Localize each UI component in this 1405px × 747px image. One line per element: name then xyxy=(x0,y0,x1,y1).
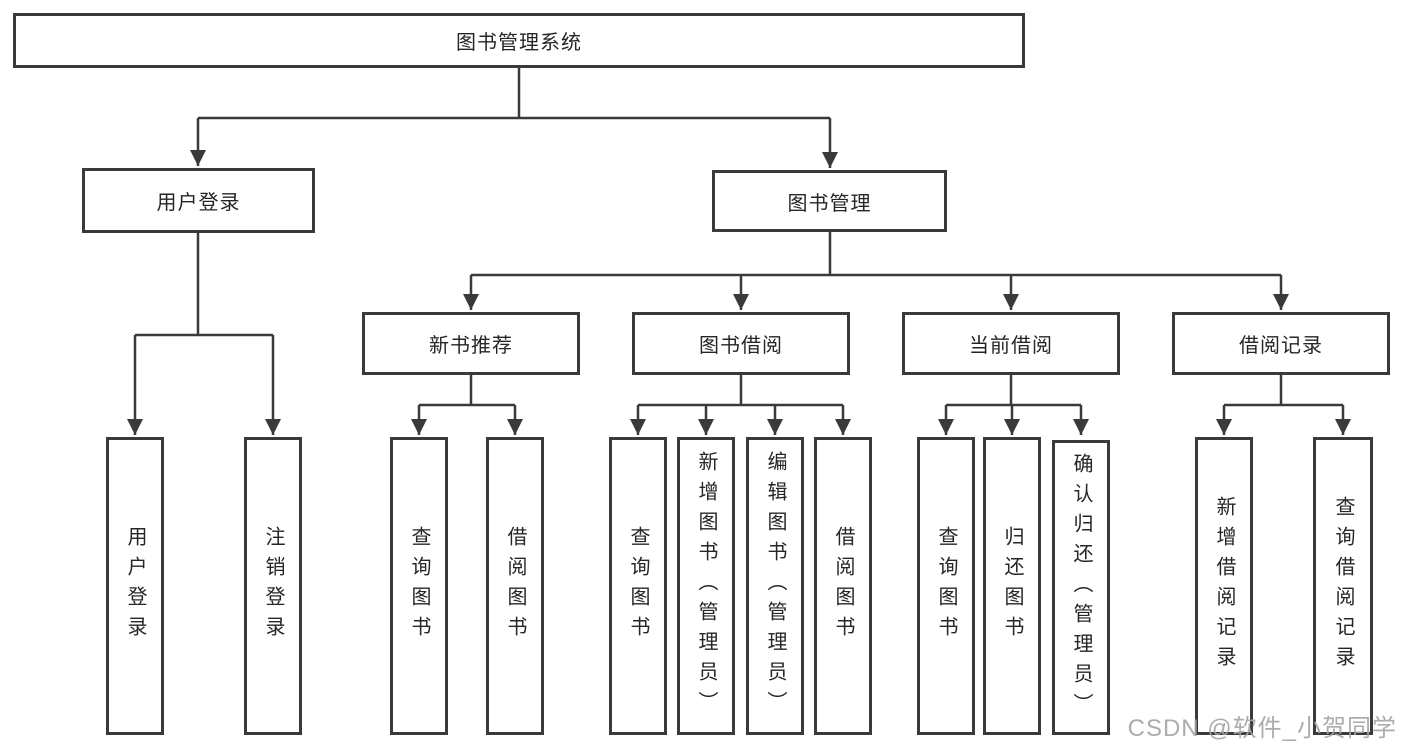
node-root-label: 图书管理系统 xyxy=(456,32,582,54)
leaf-edit-book-admin-label: 编辑图书（管理员） xyxy=(764,451,786,721)
node-book-borrowing-label: 图书借阅 xyxy=(699,335,783,357)
leaf-logout-label: 注销登录 xyxy=(262,526,284,646)
leaf-query-borrow-record: 查询借阅记录 xyxy=(1313,437,1373,735)
leaf-borrow-books-recommend: 借阅图书 xyxy=(486,437,544,735)
node-new-book-recommend: 新书推荐 xyxy=(362,312,580,375)
node-book-management-label: 图书管理 xyxy=(787,192,872,215)
leaf-add-borrow-record-label: 新增借阅记录 xyxy=(1213,496,1235,676)
leaf-edit-book-admin: 编辑图书（管理员） xyxy=(746,437,804,735)
node-user-login: 用户登录 xyxy=(82,168,315,233)
node-book-borrowing: 图书借阅 xyxy=(632,312,850,375)
node-borrowing-records-label: 借阅记录 xyxy=(1239,335,1323,357)
leaf-add-book-admin: 新增图书（管理员） xyxy=(677,437,735,735)
node-root: 图书管理系统 xyxy=(13,13,1025,68)
leaf-query-books-borrowing: 查询图书 xyxy=(609,437,667,735)
leaf-query-books-borrowing-label: 查询图书 xyxy=(627,526,649,646)
leaf-add-borrow-record: 新增借阅记录 xyxy=(1195,437,1253,735)
leaf-query-books-recommend-label: 查询图书 xyxy=(408,526,430,646)
leaf-query-books-current-label: 查询图书 xyxy=(935,526,957,646)
leaf-query-books-current: 查询图书 xyxy=(917,437,975,735)
node-user-login-label: 用户登录 xyxy=(156,192,241,214)
node-borrowing-records: 借阅记录 xyxy=(1172,312,1390,375)
leaf-add-book-admin-label: 新增图书（管理员） xyxy=(695,451,717,721)
leaf-borrow-books-recommend-label: 借阅图书 xyxy=(504,526,526,646)
leaf-confirm-return-admin: 确认归还（管理员） xyxy=(1052,440,1110,735)
leaf-return-books: 归还图书 xyxy=(983,437,1041,735)
leaf-borrow-books-borrowing: 借阅图书 xyxy=(814,437,872,735)
leaf-query-books-recommend: 查询图书 xyxy=(390,437,448,735)
leaf-user-login: 用户登录 xyxy=(106,437,164,735)
leaf-logout: 注销登录 xyxy=(244,437,302,735)
node-current-borrowing-label: 当前借阅 xyxy=(969,335,1053,357)
leaf-return-books-label: 归还图书 xyxy=(1001,526,1023,646)
node-current-borrowing: 当前借阅 xyxy=(902,312,1120,375)
node-book-management: 图书管理 xyxy=(712,170,947,232)
leaf-confirm-return-admin-label: 确认归还（管理员） xyxy=(1070,452,1092,723)
node-new-book-recommend-label: 新书推荐 xyxy=(429,335,513,357)
leaf-borrow-books-borrowing-label: 借阅图书 xyxy=(832,526,854,646)
leaf-query-borrow-record-label: 查询借阅记录 xyxy=(1332,496,1354,676)
leaf-user-login-label: 用户登录 xyxy=(124,526,146,646)
